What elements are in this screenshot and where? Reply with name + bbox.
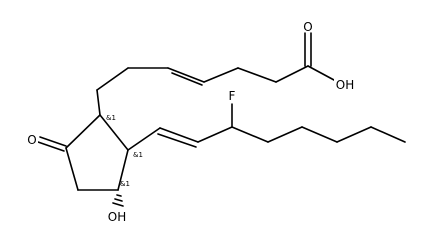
oxygen-carbonyl-acid-label: O bbox=[303, 20, 312, 34]
bond-c5-c4-double-inner bbox=[171, 72, 203, 86]
atom-labels: O OH O F OH bbox=[26, 20, 356, 224]
bond-c16-c17 bbox=[267, 126, 303, 143]
bond-c1-oh bbox=[307, 65, 335, 81]
hydroxyl-ring-label: OH bbox=[108, 210, 126, 224]
stereo-label-c8: &1 bbox=[106, 114, 116, 122]
hash-2 bbox=[114, 198, 123, 202]
hydroxyl-acid-label: OH bbox=[336, 78, 354, 92]
ring-hydroxyl-wedge bbox=[112, 194, 124, 207]
bond-c13-c14-double-a bbox=[159, 127, 199, 143]
bond-c5-c4-double-outer bbox=[167, 67, 205, 83]
bond-c15-c16 bbox=[231, 126, 269, 143]
bond-c8-c7 bbox=[96, 89, 101, 116]
bond-c14-c15 bbox=[197, 126, 233, 143]
stereo-label-c12: &1 bbox=[133, 151, 143, 159]
bond-c3-c2 bbox=[237, 67, 277, 83]
stereo-label-c11: &1 bbox=[120, 180, 130, 188]
bond-ring-c9-c8 bbox=[65, 114, 101, 149]
bond-c19-c20 bbox=[370, 126, 406, 143]
bond-ring-c8-c12 bbox=[99, 114, 129, 151]
cyclopentane-ring bbox=[37, 114, 129, 191]
oxygen-ketone-label: O bbox=[27, 133, 36, 147]
bond-c7-c6 bbox=[96, 67, 129, 91]
bond-ketone-double-a bbox=[39, 136, 67, 147]
bond-c17-c18 bbox=[301, 126, 338, 143]
bond-c12-c13 bbox=[127, 127, 161, 151]
bond-ring-c12-c11 bbox=[117, 149, 129, 191]
stereo-labels: &1 &1 &1 bbox=[106, 114, 143, 188]
fluorine-label: F bbox=[229, 89, 236, 103]
hash-1 bbox=[116, 194, 122, 197]
hash-3 bbox=[112, 202, 124, 207]
upper-side-chain bbox=[96, 32, 335, 116]
bond-c13-c14-double-b bbox=[157, 133, 197, 148]
bond-c2-c1 bbox=[275, 65, 309, 83]
bond-ketone-double-b bbox=[37, 141, 65, 152]
lower-side-chain bbox=[127, 103, 406, 151]
bond-c18-c19 bbox=[336, 126, 372, 143]
bond-c4-c3 bbox=[203, 67, 239, 83]
bond-ring-c10-c9 bbox=[65, 147, 79, 191]
